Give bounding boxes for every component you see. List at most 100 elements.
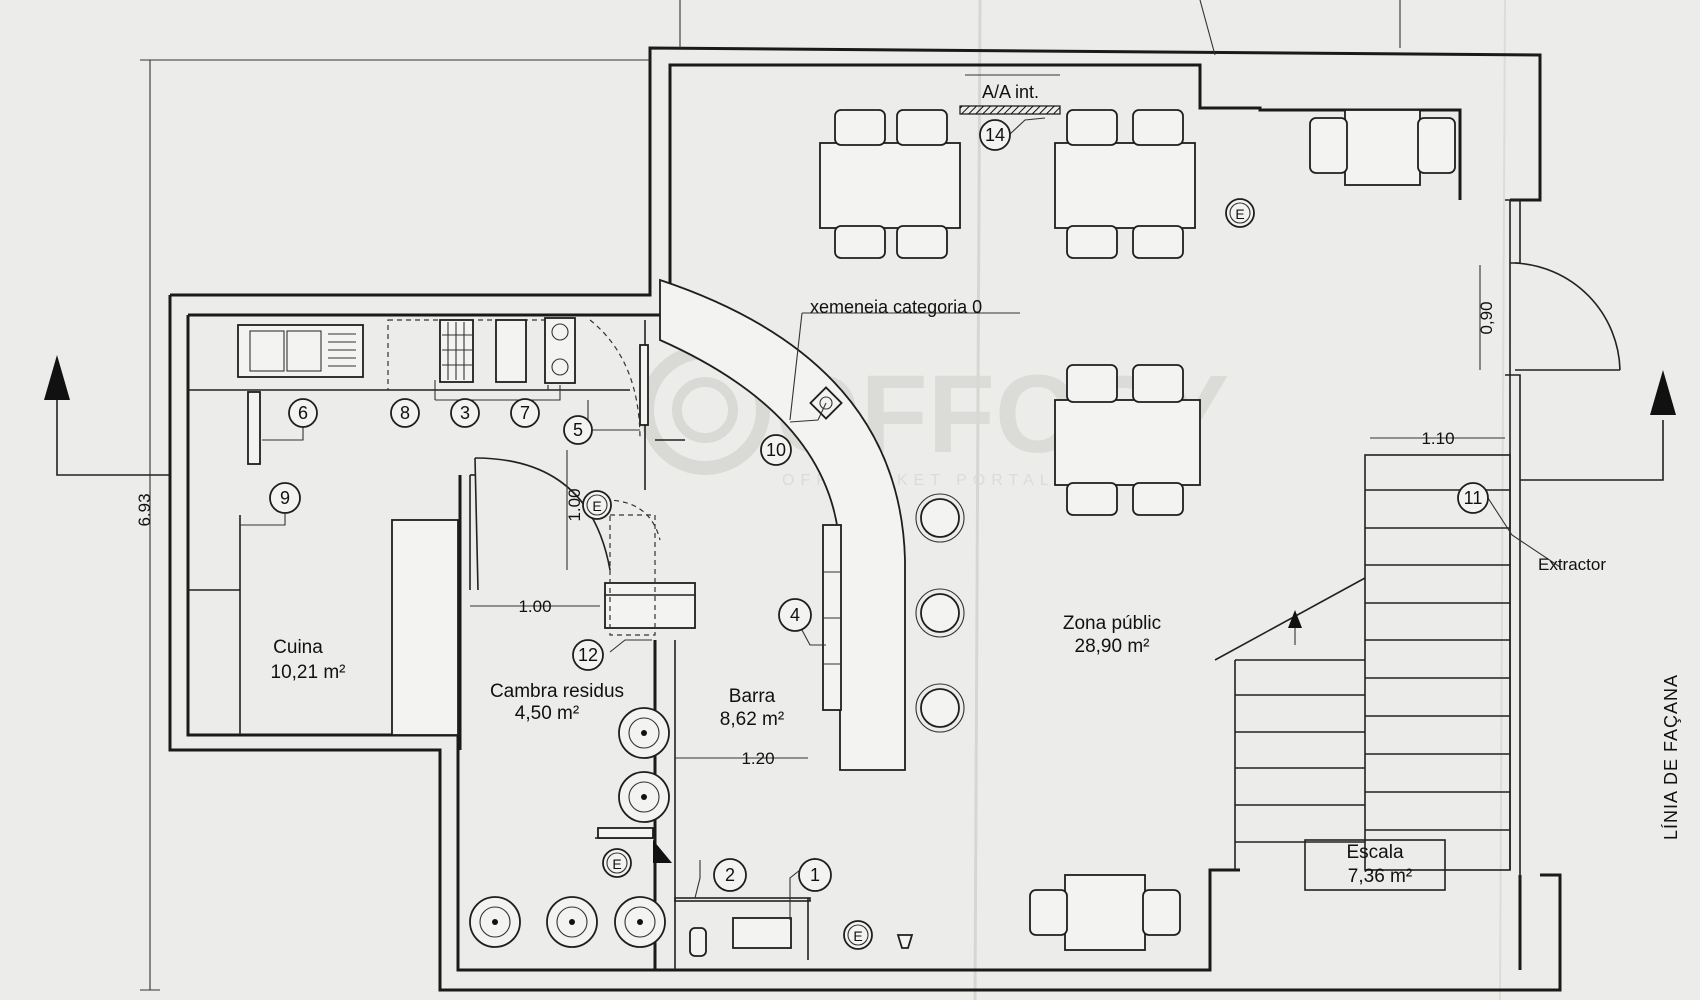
callouts: 1 2 3 4 5 6 7 8 9 10 11 12 14 (269, 119, 1489, 892)
chair (1132, 364, 1184, 403)
extinguisher-icon (689, 927, 707, 957)
arrow-up-icon (1288, 610, 1302, 628)
table (819, 142, 961, 229)
room-area-escala: 7,36 m² (1348, 866, 1412, 887)
svg-text:E: E (1235, 206, 1244, 222)
chair (1142, 889, 1181, 936)
chair (834, 225, 886, 259)
callout-4: 4 (778, 598, 812, 632)
emergency-light-icon: E (843, 920, 873, 950)
dim-width-barra: 1.20 (741, 749, 774, 768)
aa-label: A/A int. (982, 82, 1039, 102)
emergency-lights: E E E E (582, 198, 1255, 950)
chair (1066, 364, 1118, 403)
dim-stair-width: 1.10 (1421, 429, 1454, 448)
svg-text:E: E (612, 856, 621, 872)
table (1054, 142, 1196, 229)
room-name-barra: Barra (729, 686, 776, 707)
bar-counter (659, 278, 906, 771)
annotations: A/A int. xemeneia categoria 0 Extractor … (810, 82, 1681, 840)
chair (834, 109, 886, 146)
svg-text:12: 12 (578, 645, 598, 665)
callout-5: 5 (563, 415, 593, 445)
callout-9: 9 (269, 482, 301, 514)
svg-text:6: 6 (298, 403, 308, 423)
staircase (1214, 454, 1511, 891)
room-area-zona: 28,90 m² (1075, 636, 1150, 657)
room-area-barra: 8,62 m² (720, 709, 784, 730)
section-markers (44, 355, 1676, 481)
dimension-labels: 6.93 1.00 1.00 1.20 0,90 1.10 (135, 301, 1496, 768)
emergency-light-icon: E (582, 490, 612, 520)
facade-label: LÍNIA DE FAÇANA (1661, 674, 1681, 840)
room-name-escala: Escala (1346, 842, 1403, 863)
chair (1417, 117, 1456, 174)
callout-7: 7 (510, 398, 540, 428)
svg-text:14: 14 (985, 125, 1005, 145)
cup-icon (896, 934, 914, 949)
air-conditioner (959, 74, 1061, 115)
chair (1309, 117, 1348, 174)
kitchen-equipment (188, 317, 649, 736)
chair (1132, 109, 1184, 146)
svg-text:5: 5 (573, 420, 583, 440)
svg-text:3: 3 (460, 403, 470, 423)
svg-text:10: 10 (766, 440, 786, 460)
sink (237, 324, 364, 378)
chair (1066, 482, 1118, 516)
arrow-up-icon (1650, 370, 1676, 415)
callout-6: 6 (288, 398, 318, 428)
chair (896, 109, 948, 146)
svg-text:1: 1 (810, 865, 820, 885)
dim-height: 6.93 (135, 493, 154, 526)
callout-1: 1 (798, 858, 832, 892)
chair (1132, 482, 1184, 516)
svg-text:7: 7 (520, 403, 530, 423)
kitchen-unit (391, 519, 459, 736)
callout-14: 14 (979, 119, 1011, 151)
emergency-light-icon: E (1225, 198, 1255, 228)
dim-door-front: 0,90 (1477, 301, 1496, 334)
room-name-zona: Zona públic (1063, 613, 1161, 634)
waste-containers (469, 707, 670, 948)
room-name-cuina: Cuina (273, 637, 323, 658)
room-area-cambra: 4,50 m² (515, 703, 579, 724)
callout-11: 11 (1457, 482, 1489, 514)
doors (474, 262, 1621, 636)
paper-fold (973, 0, 982, 1000)
chair (1066, 225, 1118, 259)
callout-12: 12 (572, 639, 604, 671)
arrow-up-icon (44, 355, 70, 400)
chair (896, 225, 948, 259)
griddle (495, 319, 527, 383)
table (1054, 399, 1201, 486)
sink (732, 917, 792, 949)
dim-width-cambra: 1.00 (518, 597, 551, 616)
chair (1029, 889, 1068, 936)
emergency-light-icon: E (602, 848, 632, 878)
chair (1066, 109, 1118, 146)
chair (1132, 225, 1184, 259)
dimension-lines (140, 59, 1505, 991)
stool (920, 593, 960, 633)
stool (920, 498, 960, 538)
svg-text:4: 4 (790, 605, 800, 625)
svg-text:E: E (592, 498, 601, 514)
callout-10: 10 (760, 434, 792, 466)
stool (920, 688, 960, 728)
svg-text:E: E (853, 928, 862, 944)
cooktop (544, 317, 576, 384)
bar-stools (915, 493, 965, 733)
svg-text:8: 8 (400, 403, 410, 423)
room-area-cuina: 10,21 m² (271, 662, 346, 683)
svg-text:2: 2 (725, 865, 735, 885)
table (1344, 109, 1421, 186)
svg-text:9: 9 (280, 488, 290, 508)
dining-tables (819, 109, 1456, 951)
callout-3: 3 (450, 398, 480, 428)
callout-2: 2 (713, 858, 747, 892)
callout-8: 8 (390, 398, 420, 428)
table (1064, 874, 1146, 951)
chimney-label: xemeneia categoria 0 (810, 297, 982, 317)
